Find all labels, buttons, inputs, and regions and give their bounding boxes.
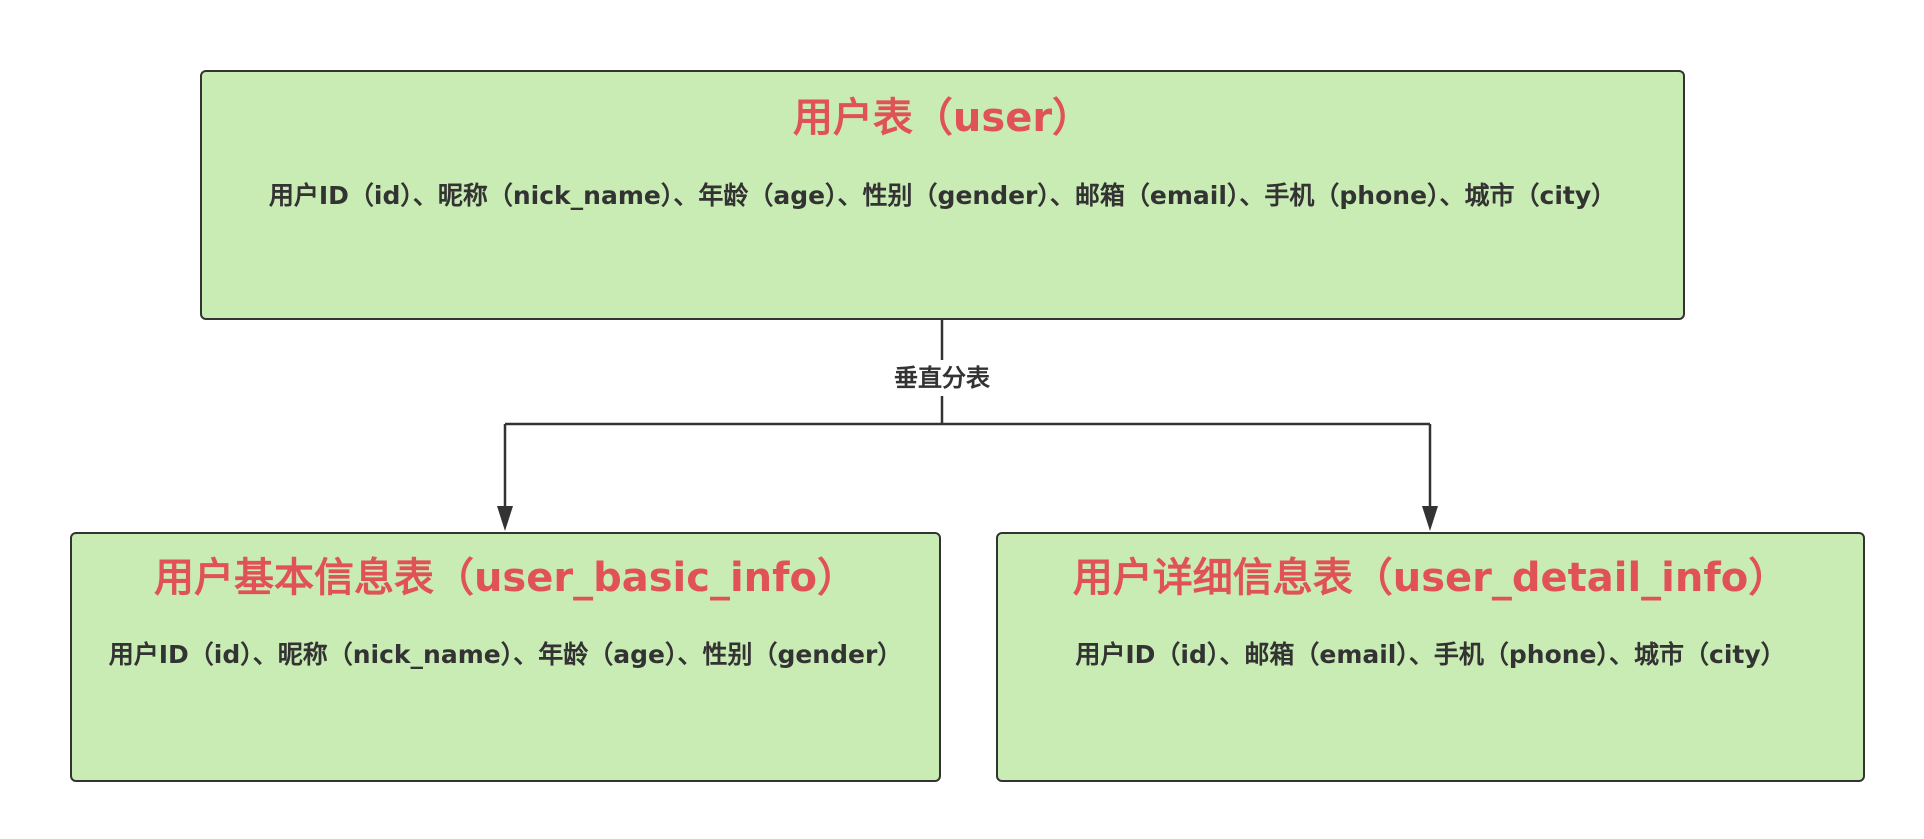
edge-label-vertical-split: 垂直分表: [842, 360, 1042, 396]
source-table-fields: 用户ID（id）、昵称（nick_name）、年龄（age）、性别（gender…: [268, 181, 1617, 210]
source-table-title: 用户表（user）: [792, 95, 1093, 141]
target-table-title: 用户基本信息表（user_basic_info）: [153, 555, 858, 601]
source-table-user: 用户表（user） 用户ID（id）、昵称（nick_name）、年龄（age）…: [200, 70, 1685, 320]
target-table-user-basic-info: 用户基本信息表（user_basic_info） 用户ID（id）、昵称（nic…: [70, 532, 941, 782]
target-table-title: 用户详细信息表（user_detail_info）: [1072, 555, 1789, 601]
target-table-fields: 用户ID（id）、邮箱（email）、手机（phone）、城市（city）: [1075, 640, 1786, 669]
arrow-head-left: [497, 506, 513, 531]
target-table-fields: 用户ID（id）、昵称（nick_name）、年龄（age）、性别（gender…: [108, 640, 903, 669]
target-table-user-detail-info: 用户详细信息表（user_detail_info） 用户ID（id）、邮箱（em…: [996, 532, 1865, 782]
arrow-head-right: [1422, 506, 1438, 531]
